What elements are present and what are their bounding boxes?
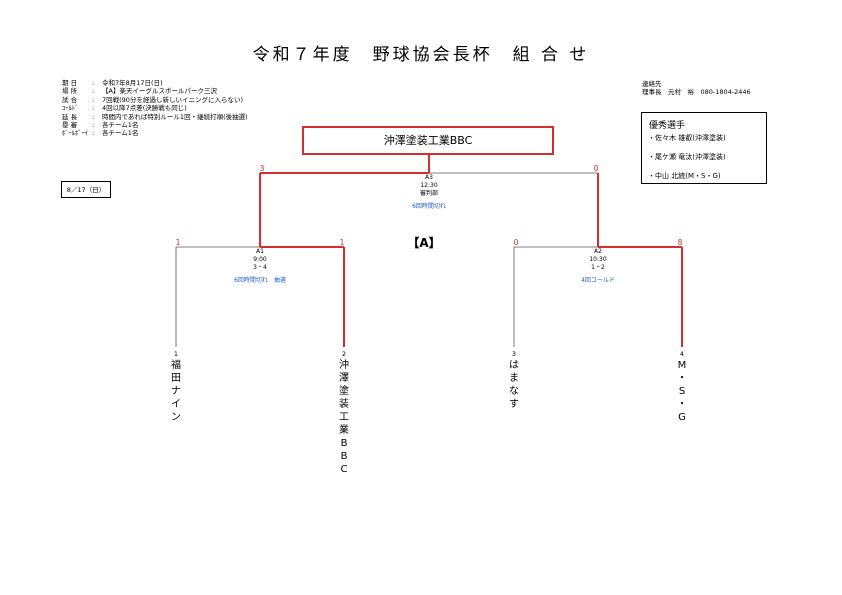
info-key: ﾎﾞｰﾙﾎﾞｰｲ (62, 129, 88, 138)
match-a3-note: 6回時間切れ (412, 203, 446, 210)
info-key: 延 長 (62, 112, 78, 121)
match-sub: 3・4 (253, 264, 267, 271)
info-value: 4回以降7点差(決勝戦も同じ) (102, 104, 187, 113)
event-info: 期 日:令和7年8月17日(日) 場 所:【A】楽天イーグルスボールパーク三沢 … (62, 79, 248, 138)
info-key: 期 日 (62, 79, 78, 87)
match-sub: 審判部 (419, 190, 438, 197)
info-row-venue: 場 所:【A】楽天イーグルスボールパーク三沢 (62, 87, 217, 96)
score-a2-left: 0 (513, 238, 519, 247)
date-box: 8／17（日） (61, 181, 111, 198)
page-title: 令和７年度 野球協会長杯 組 合 せ (252, 45, 590, 65)
match-id: A1 (256, 248, 264, 255)
info-row-ballboy: ﾎﾞｰﾙﾎﾞｰｲ:各チーム1名 (62, 129, 139, 138)
team-seed: 4 (679, 350, 685, 358)
match-a1-note: 6回時間切れ 抽選 (234, 277, 286, 284)
score-a3-right: 0 (593, 164, 599, 173)
info-row-umpire: 塁 審:各チーム1名 (62, 121, 139, 130)
team-seed: 1 (173, 350, 179, 358)
match-a2-info: A2 10:30 1・2 (558, 248, 638, 272)
info-value: 時間内であれば特別ルール1回・継続打順(後抽選) (102, 112, 248, 121)
match-id: A3 (425, 174, 433, 181)
best-player: ・尾ケ瀬 竜汰(沖澤塗装) (648, 153, 726, 161)
match-time: 9:00 (253, 256, 267, 263)
info-value: 【A】楽天イーグルスボールパーク三沢 (102, 87, 217, 96)
team-name: 沖 澤 塗 装 工 業 B B C (339, 360, 349, 475)
info-value: 7回戦(90分を経過し新しいイニングに入らない) (102, 95, 243, 104)
team-name: 福 田 ナ イ ン (171, 360, 181, 423)
team-seed: 3 (511, 350, 517, 358)
info-value: 各チーム1名 (102, 129, 139, 138)
score-a2-right: 8 (677, 238, 683, 247)
score-a1-right: 1 (339, 238, 345, 247)
best-players-heading: 優秀選手 (649, 121, 686, 131)
info-value: 令和7年8月17日(日) (102, 79, 163, 87)
contact-info: 連絡先 理事長 元村 裕 080-1804-2446 (642, 79, 751, 97)
team-name: M ・ S ・ G (677, 360, 687, 423)
info-value: 各チーム1名 (102, 121, 139, 130)
info-key: 試 合 (62, 95, 78, 104)
info-key: ｺｰﾙﾄﾞ (62, 104, 79, 113)
champion-box: 沖澤塗装工業BBC (302, 126, 554, 155)
best-player: ・佐々木 雄叡(沖澤塗装) (648, 134, 726, 142)
match-sub: 1・2 (591, 264, 605, 271)
info-row-game: 試 合:7回戦(90分を経過し新しいイニングに入らない) (62, 95, 243, 104)
team-seed: 2 (341, 350, 347, 358)
match-a3-info: A3 12:30 審判部 (389, 174, 469, 198)
match-id: A2 (594, 248, 602, 255)
match-time: 10:30 (589, 256, 607, 263)
best-player: ・中山 北統(M・S・G) (648, 172, 721, 180)
match-a2-note: 4回コールド (581, 277, 615, 284)
info-row-extra: 延 長:時間内であれば特別ルール1回・継続打順(後抽選) (62, 112, 248, 121)
info-key: 場 所 (62, 87, 78, 96)
score-a1-left: 1 (175, 238, 181, 247)
info-row-date: 期 日:令和7年8月17日(日) (62, 79, 163, 87)
group-label: 【A】 (407, 236, 441, 250)
team-name: は ま な す (509, 360, 519, 410)
score-a3-left: 3 (259, 164, 265, 173)
best-players-box: 優秀選手 ・佐々木 雄叡(沖澤塗装) ・尾ケ瀬 竜汰(沖澤塗装) ・中山 北統(… (641, 112, 767, 184)
contact-label: 連絡先 (642, 80, 662, 88)
match-a1-info: A1 9:00 3・4 (220, 248, 300, 272)
contact-person: 理事長 元村 裕 080-1804-2446 (642, 88, 751, 96)
info-key: 塁 審 (62, 121, 78, 130)
match-time: 12:30 (420, 182, 438, 189)
info-row-called: ｺｰﾙﾄﾞ:4回以降7点差(決勝戦も同じ) (62, 104, 187, 113)
